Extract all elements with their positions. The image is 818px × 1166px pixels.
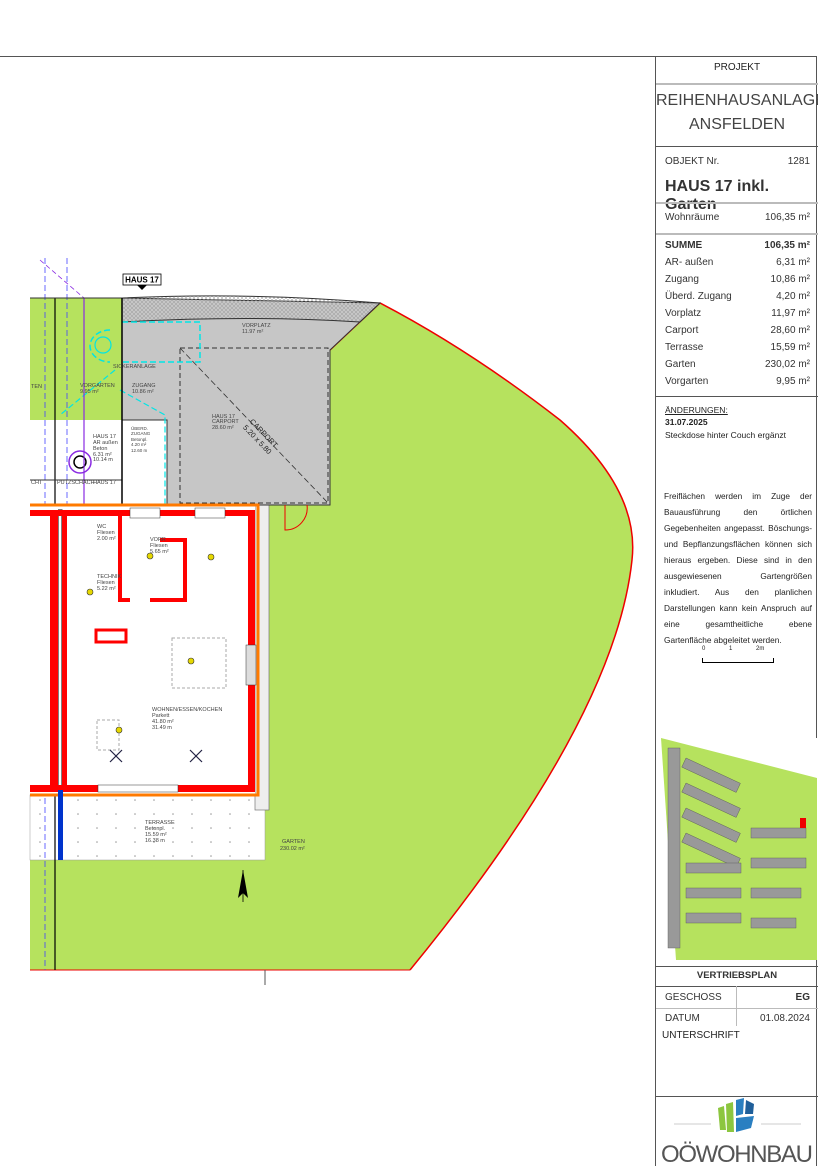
terrasse-area: 15.59 m²: [145, 832, 167, 838]
datum-row: DATUM 01.08.2024: [656, 1013, 818, 1024]
house-interior: [30, 505, 255, 795]
wohnraeume-value: 106,35: [764, 212, 796, 223]
project-name-line2: ANSFELDEN: [688, 116, 786, 133]
house-17-marker: [800, 818, 806, 828]
vorplatz-area: 11.97 m²: [242, 329, 263, 335]
svg-text:5.22 m²: 5.22 m²: [97, 586, 116, 592]
svg-text:Betonpl.: Betonpl.: [131, 437, 148, 442]
hatched-strip: [121, 295, 382, 323]
objekt-value: 1281: [787, 156, 810, 167]
project-label: PROJEKT: [713, 62, 761, 73]
north-arrow-icon: [238, 870, 248, 902]
svg-text:Fliesen: Fliesen: [97, 580, 115, 586]
vorgarten-label: VORGARTEN: [80, 383, 115, 389]
house-tag: HAUS 17: [125, 276, 159, 285]
exterior-walls: [30, 503, 260, 797]
summe-value: 106,35: [764, 240, 795, 251]
zugang-area: 10.86 m²: [132, 389, 154, 395]
svg-text:AR außen: AR außen: [93, 440, 118, 446]
carport-label: HAUS 17: [212, 414, 235, 420]
ar-aussen-label: HAUS 17: [93, 480, 116, 486]
wohnraeume-label: Wohnräume: [665, 212, 720, 223]
putzschacht-label: PUTZSCHACHT: [57, 480, 99, 486]
vorr-label: VORR: [150, 537, 166, 543]
carport-area: 28.60 m²: [212, 425, 234, 431]
svg-text:Beton: Beton: [93, 446, 107, 452]
unit: m²: [798, 212, 810, 223]
changes-text: Steckdose hinter Couch ergänzt: [665, 430, 786, 440]
svg-text:6.31 m²: 6.31 m²: [93, 452, 112, 458]
wohnraeume-row: Wohnräume 106,35 m²: [656, 212, 818, 223]
vorgarten-area: 9.95 m²: [80, 389, 99, 395]
project-name-line1: REIHENHAUSANLAGE: [656, 92, 818, 109]
scale-bar: 0 1 2m: [656, 646, 818, 666]
title-block: PROJEKT REIHENHAUSANLAGE ANSFELDEN OBJEK…: [655, 56, 818, 1166]
datum-value: 01.08.2024: [759, 1013, 810, 1024]
sickeranlage-label: SICKERANLAGE: [113, 364, 156, 370]
wohnen-area: 41.80 m²: [152, 719, 174, 725]
svg-text:CARPORT: CARPORT: [212, 419, 239, 425]
vorplatz-label: VORPLATZ: [242, 323, 271, 329]
logo-text: OÖWOHNBAU: [661, 1141, 813, 1166]
objekt-nr: OBJEKT Nr. 1281: [656, 156, 818, 167]
garden-boundary: [329, 302, 634, 971]
geschoss-label: GESCHOSS: [665, 992, 722, 1003]
geschoss-value: EG: [795, 992, 810, 1003]
carport: [179, 347, 329, 504]
svg-text:16.38 m: 16.38 m: [145, 838, 165, 844]
ueberd-zugang: [121, 419, 168, 506]
plan-frame: [0, 56, 817, 1166]
geschoss-row: GESCHOSS EG: [656, 992, 818, 1003]
signature-label: UNTERSCHRIFT: [662, 1030, 740, 1041]
wohnen-label: WOHNEN/ESSEN/KOCHEN: [152, 707, 222, 713]
garten-label: GARTEN: [282, 839, 305, 845]
svg-text:2.00 m²: 2.00 m²: [97, 536, 116, 542]
neighbour-vorgarten-label: TEN: [31, 384, 42, 390]
objekt-label: OBJEKT Nr.: [665, 156, 720, 167]
changes-label: ÄNDERUNGEN:: [665, 405, 728, 415]
summe-label: SUMME: [665, 240, 703, 251]
zugang-label: ZUGANG: [132, 383, 156, 389]
svg-text:ZUGANG: ZUGANG: [131, 431, 151, 436]
disclaimer-note: Freiflächen werden im Zuge der Bauausfüh…: [664, 491, 812, 645]
svg-text:HAUS 17: HAUS 17: [93, 434, 116, 440]
svg-text:31.49 m: 31.49 m: [152, 725, 172, 731]
terrasse-label: TERRASSE: [145, 820, 175, 826]
oewohnbau-logo: OÖWOHNBAU: [661, 1098, 813, 1166]
svg-text:10.14 m: 10.14 m: [93, 457, 113, 463]
wc-label: WC: [97, 524, 106, 530]
house-title: HAUS 17 inkl. Garten: [665, 178, 770, 213]
ueberd-zugang-label: ÜBERD.: [131, 425, 148, 431]
floor-plan: HAUS 17 VORPLATZ 11.97 m² ZUGANG 10.86 m…: [29, 258, 634, 985]
svg-text:4.20 m²: 4.20 m²: [131, 442, 147, 447]
terrace: [29, 794, 266, 861]
technik-label: TECHNIK: [97, 574, 121, 580]
garten-area: 230.02 m²: [280, 846, 305, 852]
site-overview-map: [656, 738, 817, 960]
putzschacht-icon: [68, 450, 92, 474]
svg-text:Parkett: Parkett: [152, 713, 170, 719]
svg-text:12.60 m: 12.60 m: [131, 448, 148, 453]
neighbour-putzschacht-label: CHT: [31, 480, 43, 486]
plan-type: VERTRIEBSPLAN: [696, 970, 778, 981]
svg-text:Betonpl.: Betonpl.: [145, 826, 166, 832]
svg-text:Fliesen: Fliesen: [97, 530, 115, 536]
sickeranlage-outline: [89, 321, 201, 363]
changes-date: 31.07.2025: [665, 417, 708, 427]
datum-label: DATUM: [665, 1013, 700, 1024]
svg-text:Fliesen: Fliesen: [150, 543, 168, 549]
svg-text:5.65 m²: 5.65 m²: [150, 549, 169, 555]
